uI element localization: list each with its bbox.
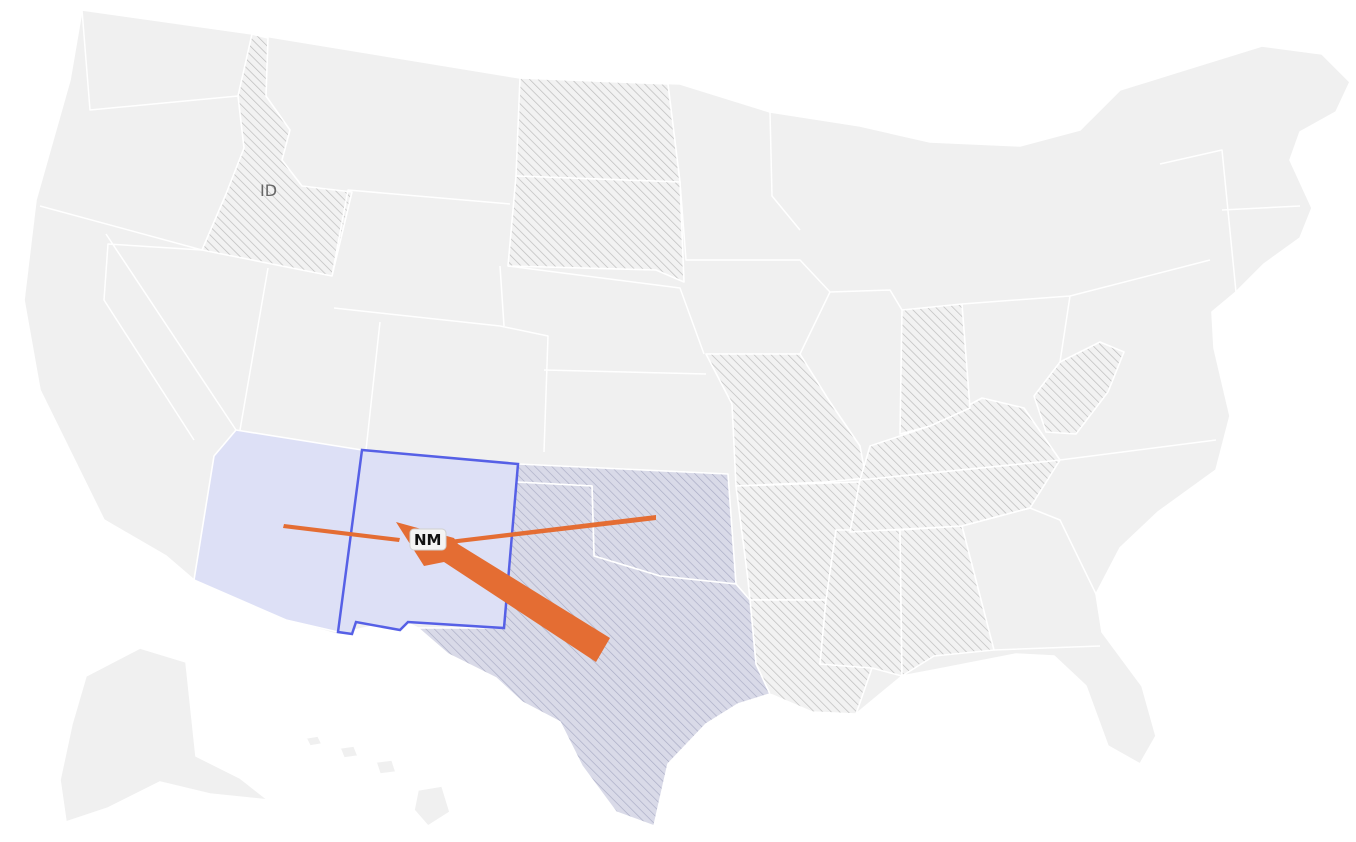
label-new-mexico-box (409, 528, 447, 551)
state-idaho (201, 33, 353, 277)
state-south-dakota (507, 175, 685, 283)
flow-arrow-from-texas (396, 522, 610, 662)
new-mexico-outline (336, 448, 520, 636)
hawaii (305, 735, 451, 827)
alaska (59, 647, 269, 823)
state-indiana (899, 303, 971, 435)
flow-arrow-from-arizona (283, 524, 400, 542)
state-borders (39, 9, 1301, 651)
state-west-virginia (1033, 341, 1125, 435)
flow-arrow-from-oklahoma (449, 515, 656, 544)
label-new-mexico: NM (414, 531, 441, 549)
label-idaho: ID (260, 181, 277, 200)
state-mississippi (819, 529, 903, 677)
state-north-dakota (515, 77, 681, 183)
